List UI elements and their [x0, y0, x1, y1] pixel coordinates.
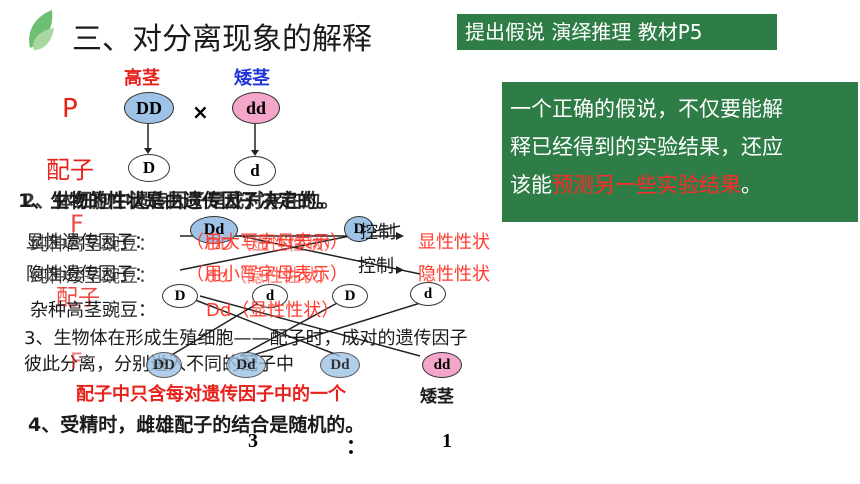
f2-Dd: Dd — [226, 352, 266, 378]
topic-tag: 提出假说 演绎推理 教材P5 — [457, 14, 777, 50]
label-gamete: 配子 — [46, 156, 94, 184]
pure-short: 纯种矮茎豌豆： — [30, 266, 156, 287]
hybrid-value: Dd（显性性状） — [206, 300, 340, 321]
dominant-trait: 显性性状 — [418, 232, 490, 253]
f1-Dd: Dd — [190, 216, 238, 244]
hybrid: 杂种高茎豌豆： — [30, 300, 156, 321]
note-line-3: 该能预测另一些实验结果。 — [510, 173, 762, 197]
f2-DD: DD — [146, 352, 182, 378]
ratio-right: 1 — [442, 430, 452, 452]
label-short: 矮茎 — [234, 68, 270, 89]
cell-dd: dd — [232, 92, 280, 124]
note-highlight: 预测另一些实验结果 — [552, 173, 741, 197]
label-p: P — [62, 94, 78, 124]
f2-short-label: 矮茎 — [420, 387, 454, 407]
leaf-icon — [29, 10, 54, 50]
label-gamete-2: 配子 — [56, 286, 101, 311]
statement-3a: 3、生物体在形成生殖细胞——配子时，成对的遗传因子 — [24, 328, 468, 349]
dominant-control: 控制 — [360, 222, 396, 243]
f1-gamete-D: D — [162, 284, 198, 308]
f1-gamete-d2: d — [410, 282, 446, 306]
f1-gamete-d: d — [252, 284, 288, 308]
statement-4: 4、受精时，雌雄配子的结合是随机的。 — [28, 414, 365, 436]
f2-Dd2: Dd — [320, 352, 360, 378]
note-line-1: 一个正确的假说，不仅要能解 — [510, 97, 783, 121]
cross-symbol: × — [192, 100, 209, 124]
dominant-paren: （用大写字母表示） — [186, 232, 348, 253]
statement-2: 2、体细胞中遗传因子是成对存在的。 — [22, 190, 340, 212]
pure-tall-value: DD（显性性状） — [206, 234, 342, 255]
page-title: 三、对分离现象的解释 — [72, 22, 372, 57]
f1-gamete-D2: D — [332, 284, 368, 308]
ratio-colon: ： — [346, 434, 366, 458]
f1-cell: D — [344, 216, 374, 242]
ratio-left: 3 — [248, 430, 258, 452]
gamete-d: d — [234, 156, 276, 186]
cell-DD: DD — [124, 92, 174, 124]
gamete-D: D — [128, 154, 170, 182]
recessive-factor: 隐性遗传因子： — [26, 264, 152, 285]
pure-tall: 纯种高茎豌豆： — [30, 234, 156, 255]
recessive-control: 控制 — [358, 256, 394, 277]
f2-dd: dd — [422, 352, 462, 378]
pure-short-value: dd（隐性性状） — [206, 266, 337, 287]
recessive-paren: （用小写字母表示） — [186, 264, 348, 285]
label-f1: F — [70, 210, 84, 238]
statement-3c: 配子中只含每对遗传因子中的一个 — [76, 384, 346, 405]
label-f2: F — [70, 350, 83, 375]
hypothesis-note: 一个正确的假说，不仅要能解 释已经得到的实验结果，还应 该能预测另一些实验结果。 — [502, 82, 858, 222]
statement-1: 1、生物的性状是由遗传因子决定的。 — [18, 190, 336, 212]
note-line-2: 释已经得到的实验结果，还应 — [510, 135, 783, 159]
recessive-trait: 隐性性状 — [418, 264, 490, 285]
dominant-factor: 显性遗传因子： — [26, 232, 152, 253]
label-tall: 高茎 — [124, 68, 160, 89]
